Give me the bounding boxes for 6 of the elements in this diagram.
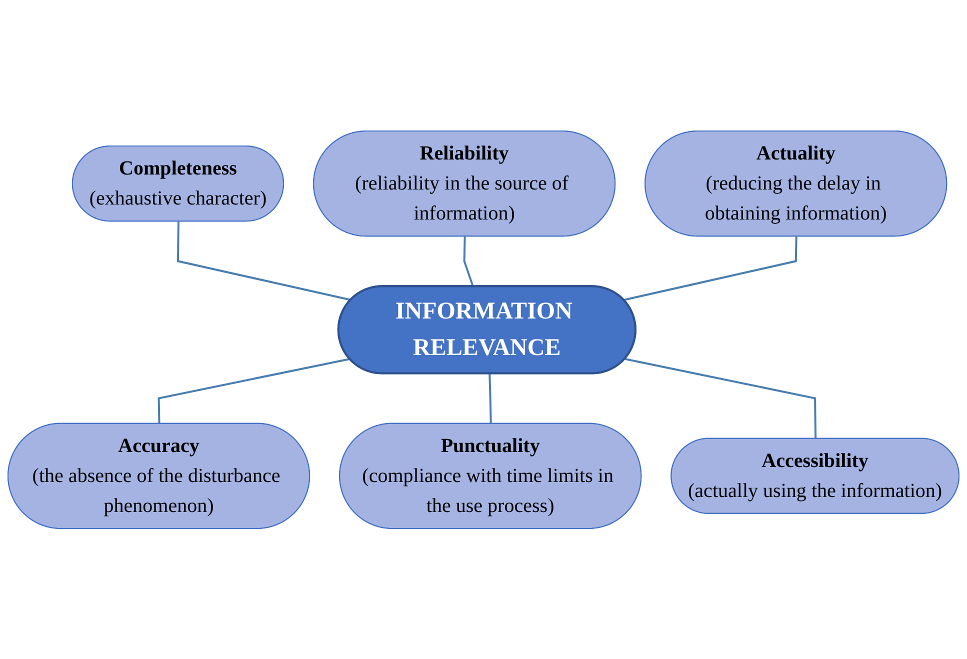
connector (624, 358, 817, 439)
connector (176, 221, 352, 301)
connector (158, 358, 350, 424)
connector (623, 236, 798, 301)
connector (463, 236, 474, 287)
connector (488, 374, 492, 424)
